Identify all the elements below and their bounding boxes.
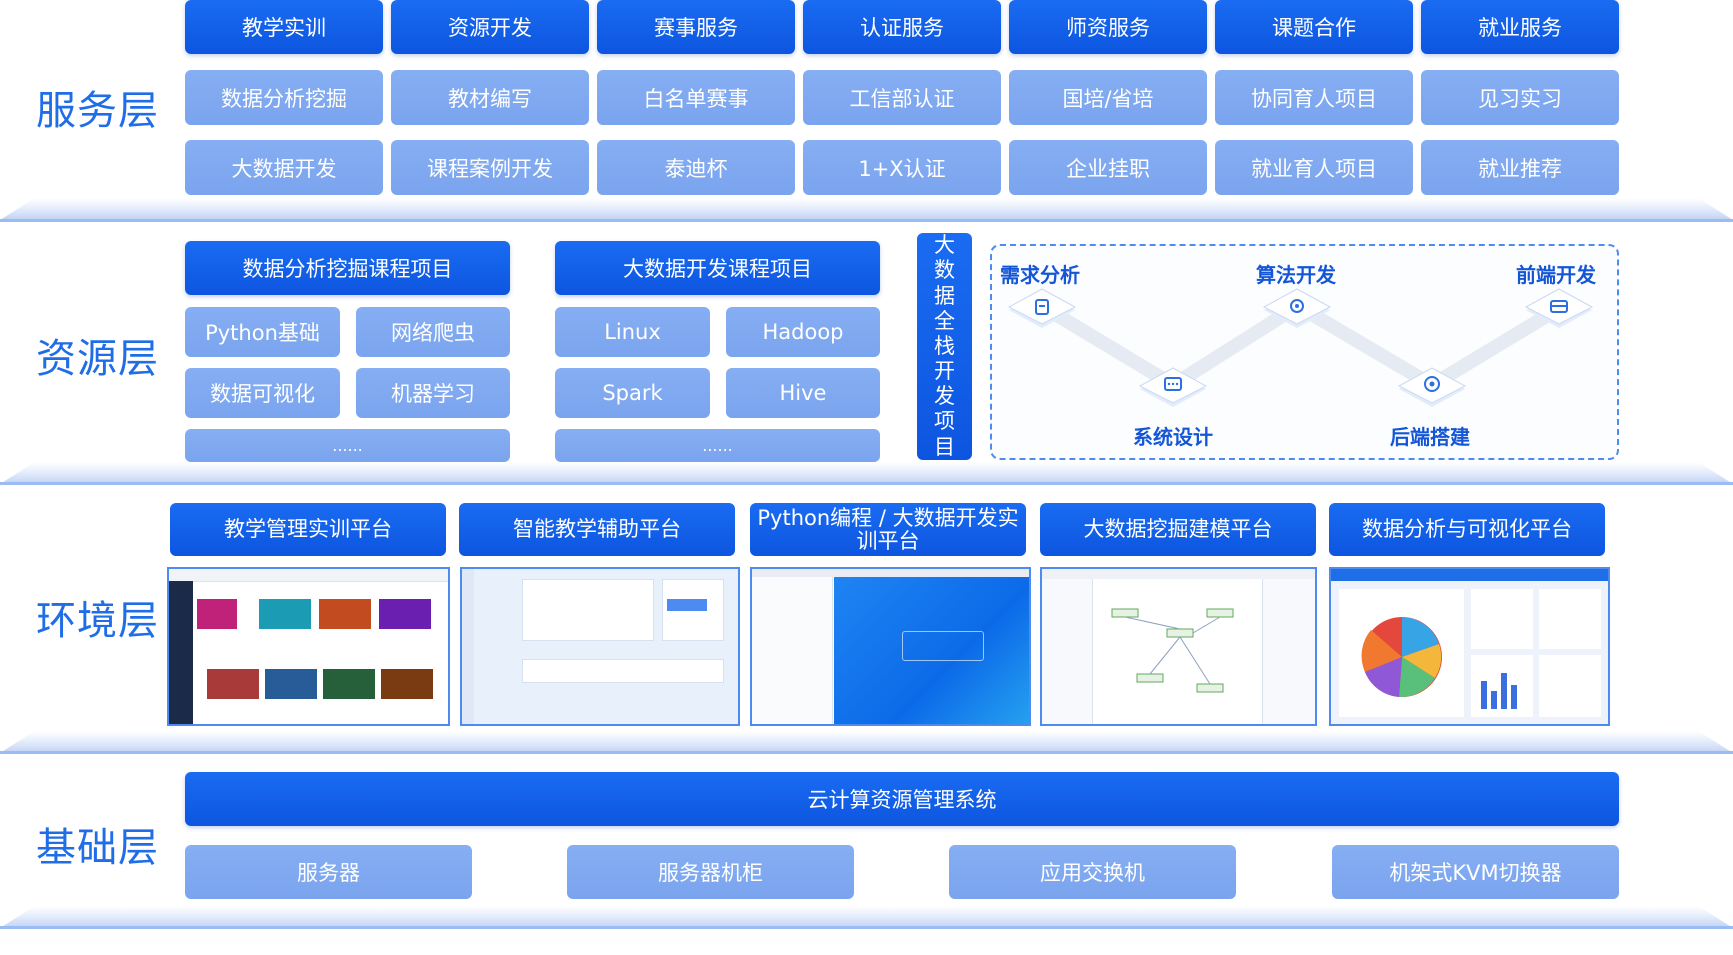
fullstack-char: 目: [934, 434, 955, 459]
service-item[interactable]: 泰迪杯: [597, 140, 795, 195]
environment-layer-title: 环境层: [36, 598, 159, 644]
stage-system-design: 系统设计: [1133, 425, 1213, 449]
service-header-button[interactable]: 就业服务: [1421, 0, 1619, 54]
course-item[interactable]: 网络爬虫: [356, 307, 510, 357]
platform-screenshot[interactable]: [750, 567, 1031, 726]
service-item[interactable]: 见习实习: [1421, 70, 1619, 125]
service-header-button[interactable]: 认证服务: [803, 0, 1001, 54]
course-item[interactable]: Linux: [555, 307, 710, 357]
layer-separator: [0, 731, 1733, 753]
service-header-button[interactable]: 教学实训: [185, 0, 383, 54]
course-item[interactable]: 数据可视化: [185, 368, 340, 418]
fullstack-char: 项: [934, 409, 955, 434]
stage-requirement-analysis: 需求分析: [1000, 263, 1080, 287]
stage-backend-setup: 后端搭建: [1390, 425, 1470, 449]
service-layer-title: 服务层: [36, 88, 159, 134]
base-layer-title: 基础层: [36, 825, 159, 871]
platform-screenshot[interactable]: [1329, 567, 1610, 726]
service-item[interactable]: 1+X认证: [803, 140, 1001, 195]
cloud-management-system[interactable]: 云计算资源管理系统: [185, 772, 1619, 826]
course-item[interactable]: Python基础: [185, 307, 340, 357]
document-icon[interactable]: [1007, 288, 1077, 330]
service-item[interactable]: 国培/省培: [1009, 70, 1207, 125]
layer-separator: [0, 462, 1733, 484]
platform-title[interactable]: 智能教学辅助平台: [459, 503, 735, 556]
course-group-title[interactable]: 数据分析挖掘课程项目: [185, 241, 510, 295]
service-item[interactable]: 白名单赛事: [597, 70, 795, 125]
course-more[interactable]: ......: [185, 429, 510, 462]
layer-separator: [0, 198, 1733, 220]
layer-separator: [0, 906, 1733, 928]
platform-screenshot[interactable]: [460, 567, 740, 726]
briefcase-icon[interactable]: [1524, 288, 1594, 330]
platform-title[interactable]: 数据分析与可视化平台: [1329, 503, 1605, 556]
service-item[interactable]: 数据分析挖掘: [185, 70, 383, 125]
hardware-item[interactable]: 应用交换机: [949, 845, 1236, 899]
service-item[interactable]: 教材编写: [391, 70, 589, 125]
service-header-button[interactable]: 资源开发: [391, 0, 589, 54]
service-item[interactable]: 课程案例开发: [391, 140, 589, 195]
service-header-button[interactable]: 赛事服务: [597, 0, 795, 54]
service-item[interactable]: 协同育人项目: [1215, 70, 1413, 125]
course-item[interactable]: Hadoop: [726, 307, 880, 357]
fullstack-char: 数: [934, 258, 955, 283]
course-item[interactable]: Spark: [555, 368, 710, 418]
layer-separator-line: [0, 926, 1733, 929]
fullstack-char: 发: [934, 384, 955, 409]
course-item[interactable]: Hive: [726, 368, 880, 418]
course-more[interactable]: ......: [555, 429, 880, 462]
layer-separator-line: [0, 219, 1733, 222]
gear-icon[interactable]: [1262, 288, 1332, 330]
platform-title[interactable]: 大数据挖掘建模平台: [1040, 503, 1316, 556]
stage-frontend-development: 前端开发: [1516, 263, 1596, 287]
service-item[interactable]: 大数据开发: [185, 140, 383, 195]
course-group-title[interactable]: 大数据开发课程项目: [555, 241, 880, 295]
service-item[interactable]: 就业育人项目: [1215, 140, 1413, 195]
platform-screenshot[interactable]: [1040, 567, 1317, 726]
pie-thumbnail: [1361, 617, 1442, 698]
service-header-button[interactable]: 课题合作: [1215, 0, 1413, 54]
fullstack-project-label[interactable]: 大 数 据 全 栈 开 发 项 目: [917, 233, 972, 460]
platform-title[interactable]: 教学管理实训平台: [170, 503, 446, 556]
fullstack-char: 据: [934, 283, 955, 308]
hardware-item[interactable]: 服务器机柜: [567, 845, 854, 899]
platform-screenshot[interactable]: [167, 567, 450, 726]
location-icon[interactable]: [1397, 367, 1467, 409]
fullstack-char: 全: [934, 308, 955, 333]
fullstack-flow-panel: [990, 244, 1619, 460]
service-item[interactable]: 企业挂职: [1009, 140, 1207, 195]
fullstack-char: 栈: [934, 333, 955, 358]
course-item[interactable]: 机器学习: [356, 368, 510, 418]
platform-title[interactable]: Python编程 / 大数据开发实训平台: [750, 503, 1026, 556]
resource-layer-title: 资源层: [36, 336, 159, 382]
workflow-graph: [1111, 608, 1234, 693]
service-header-button[interactable]: 师资服务: [1009, 0, 1207, 54]
chat-icon[interactable]: [1138, 367, 1208, 409]
service-item[interactable]: 工信部认证: [803, 70, 1001, 125]
hardware-item[interactable]: 服务器: [185, 845, 472, 899]
service-item[interactable]: 就业推荐: [1421, 140, 1619, 195]
hardware-item[interactable]: 机架式KVM切换器: [1332, 845, 1619, 899]
layer-separator-line: [0, 482, 1733, 485]
fullstack-char: 大: [934, 233, 955, 258]
stage-algorithm-development: 算法开发: [1256, 263, 1336, 287]
fullstack-char: 开: [934, 359, 955, 384]
layer-separator-line: [0, 751, 1733, 754]
